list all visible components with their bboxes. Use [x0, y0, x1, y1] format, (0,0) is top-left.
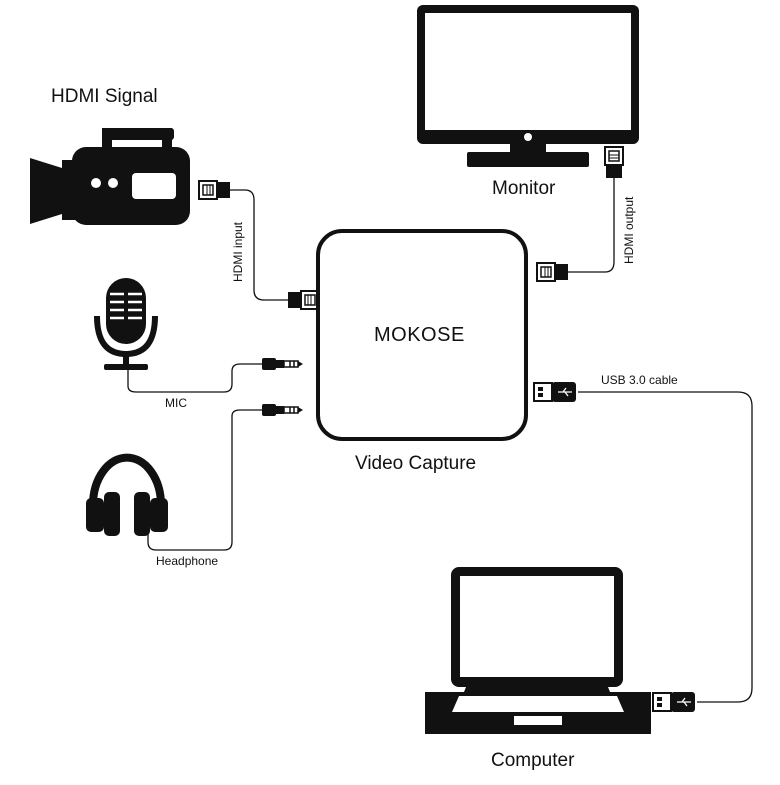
headphones-icon — [86, 453, 168, 536]
mic-label: MIC — [165, 396, 187, 410]
video-camera-icon — [30, 128, 190, 225]
usb-plug-box — [533, 381, 577, 403]
monitor-label: Monitor — [492, 178, 556, 199]
hdmi-signal-label: HDMI Signal — [51, 86, 158, 107]
audio-plug-mic — [261, 357, 304, 371]
hdmi-plug-box-input — [287, 290, 320, 310]
hdmi-plug-box-output — [536, 262, 569, 282]
headphone-cable — [147, 409, 262, 551]
usb-cable — [578, 391, 753, 703]
microphone-icon — [94, 278, 158, 370]
brand-logo-text: MOKOSE — [374, 324, 465, 346]
audio-plug-headphone — [261, 403, 304, 417]
laptop-icon — [425, 567, 651, 734]
hdmi-output-label: HDMI output — [622, 196, 636, 264]
hdmi-plug-monitor — [604, 146, 624, 179]
usb-cable-label: USB 3.0 cable — [601, 373, 678, 387]
hdmi-output-cable — [568, 178, 615, 273]
usb-plug-laptop — [652, 691, 696, 713]
mic-cable — [127, 363, 262, 393]
hdmi-input-label: HDMI input — [231, 221, 245, 282]
capture-box — [316, 229, 528, 441]
monitor-icon — [417, 5, 639, 167]
video-capture-label: Video Capture — [355, 453, 477, 474]
headphone-label: Headphone — [156, 554, 219, 568]
computer-label: Computer — [491, 750, 575, 771]
hdmi-input-cable — [230, 189, 290, 301]
hdmi-plug-camera — [198, 180, 231, 200]
cables — [127, 178, 753, 703]
